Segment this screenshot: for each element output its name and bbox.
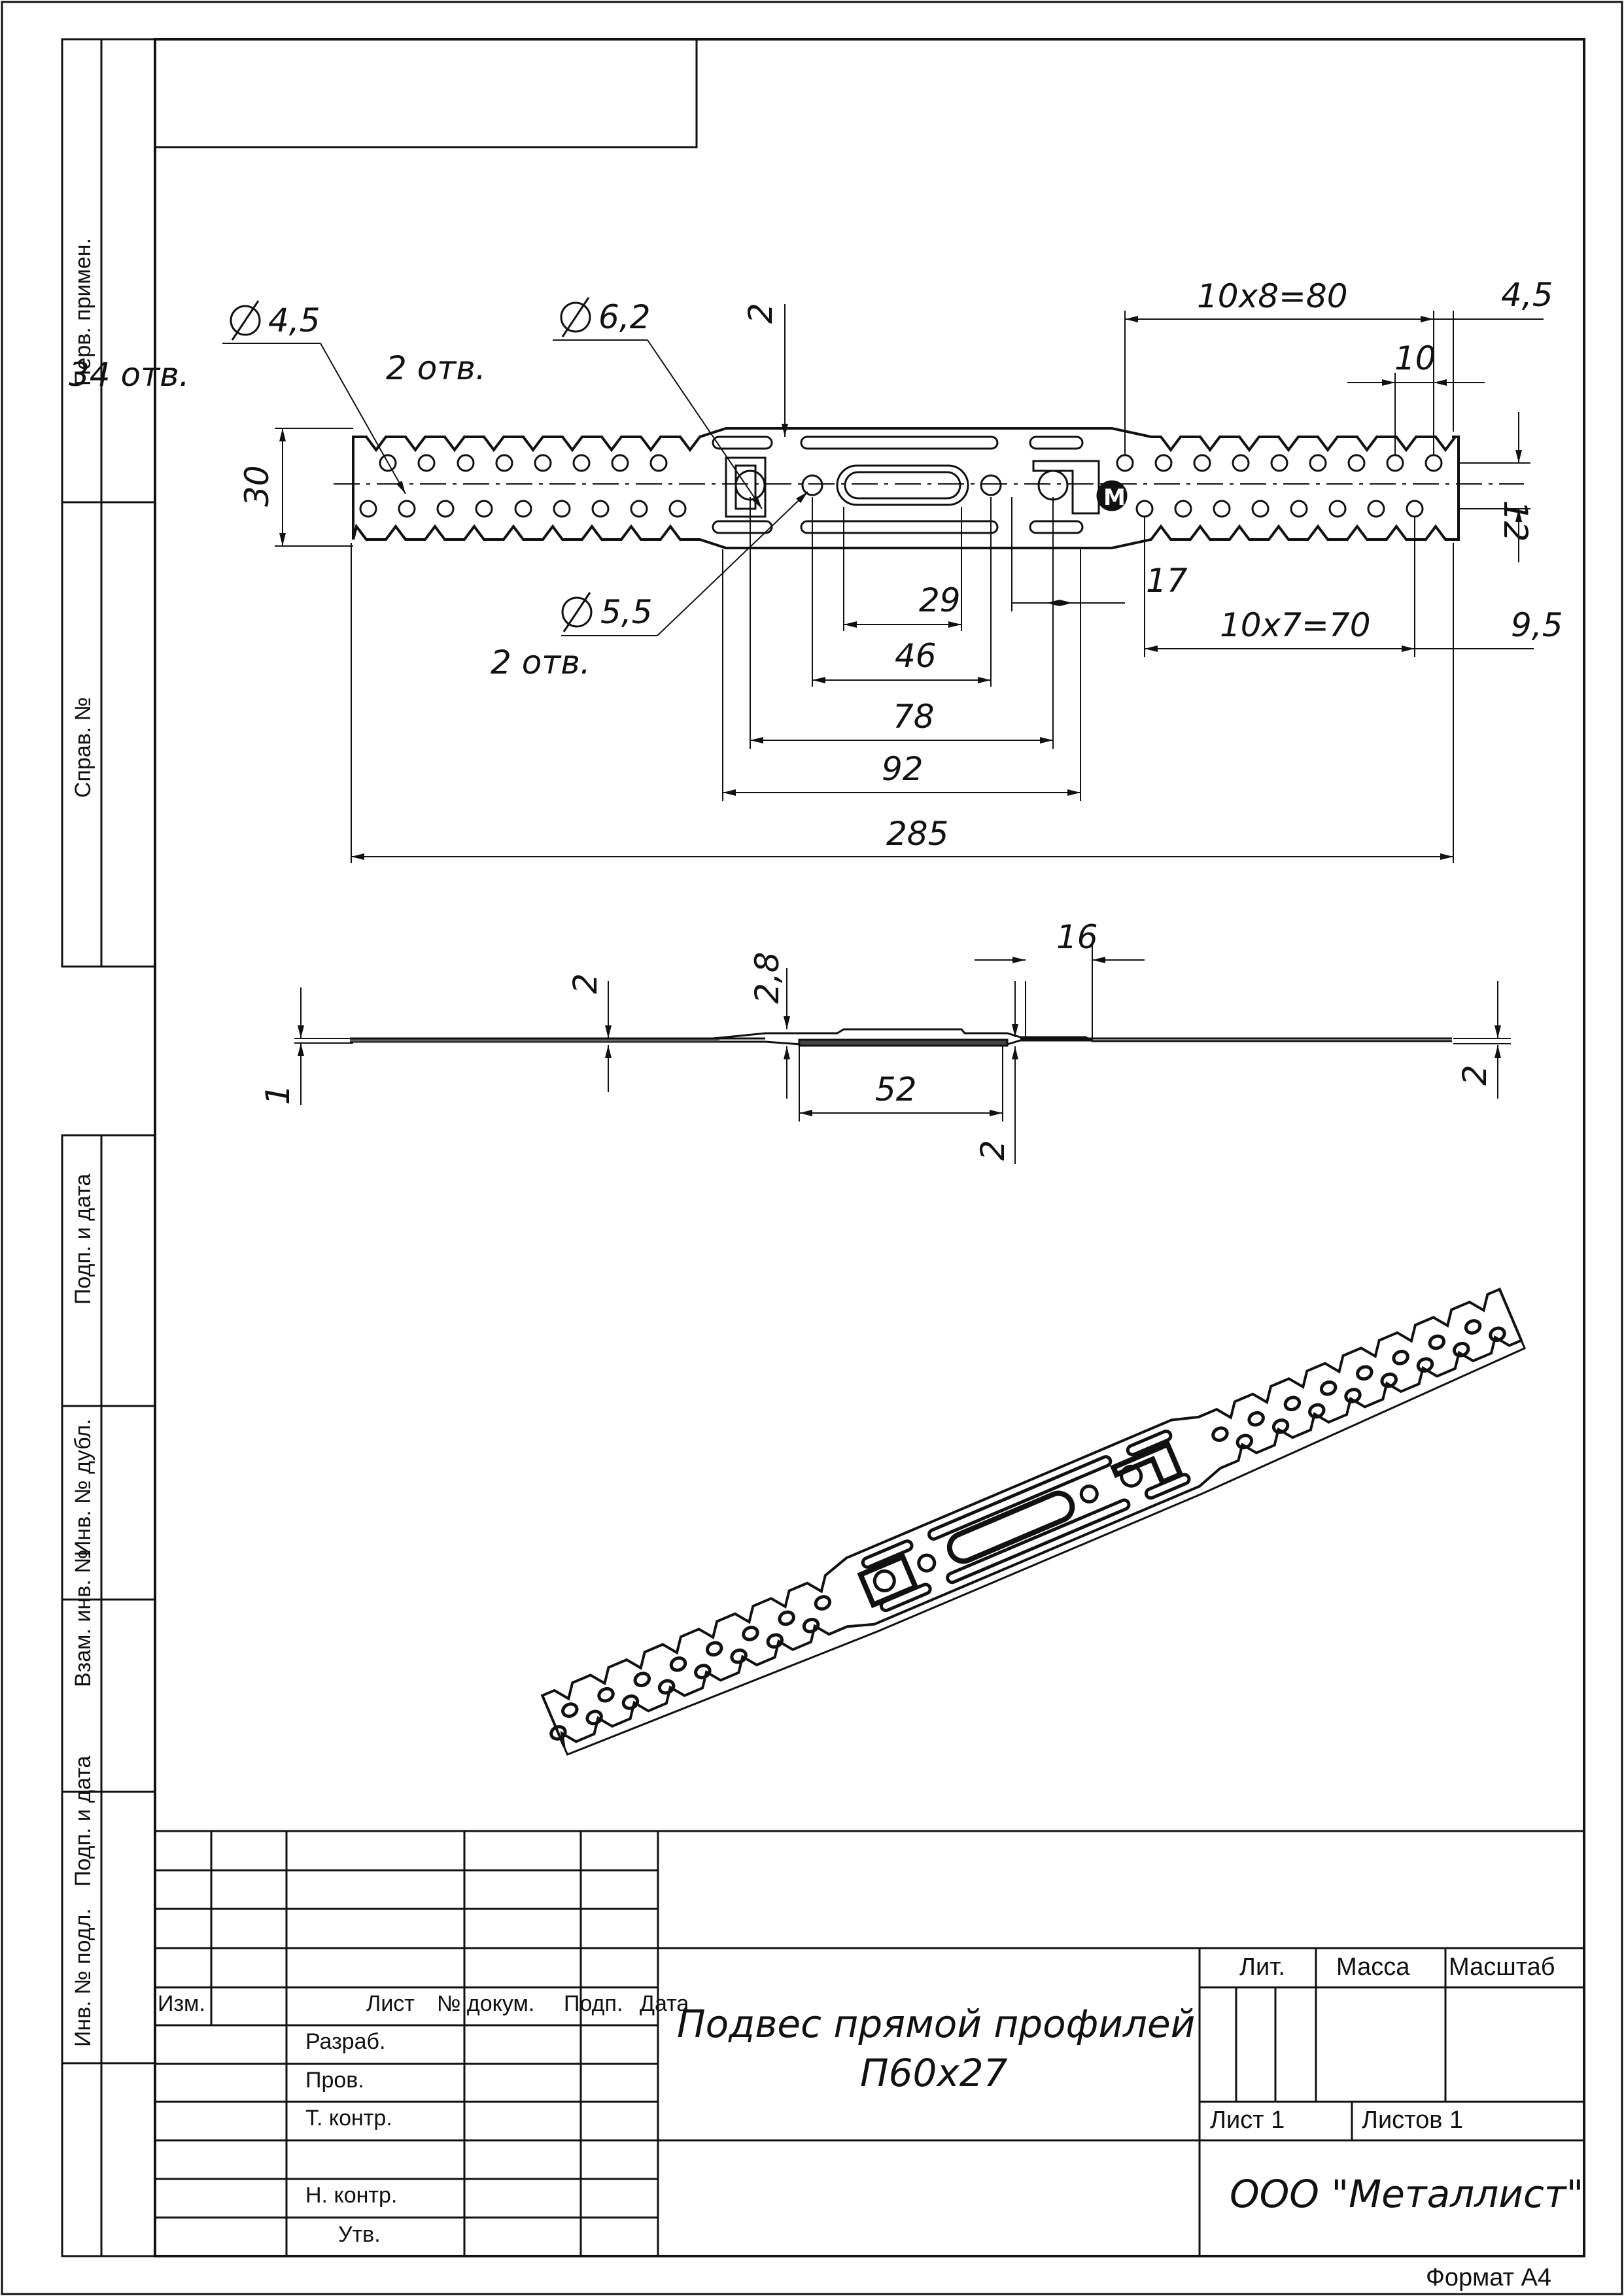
label-hole-62-count: 2 отв. [386, 349, 486, 387]
side-dim-2-8: 2,8 [748, 951, 786, 1004]
tb-prov: Пров. [305, 2068, 364, 2093]
side-dim-1: 1 [259, 1084, 297, 1105]
side-view-profile [350, 1028, 1452, 1047]
tb-company: ООО "Металлист" [1230, 2172, 1583, 2216]
tb-lit: Лит. [1239, 1953, 1285, 1981]
dim-46: 46 [895, 637, 937, 675]
tb-izm: Изм. [158, 1991, 205, 2016]
dim-9-5: 9,5 [1511, 606, 1563, 644]
dim-285: 285 [886, 815, 948, 853]
dim-10-top: 10 [1394, 339, 1436, 377]
dim-2-top: 2 [742, 303, 780, 324]
dim-17: 17 [1146, 562, 1188, 600]
plan-holes-left [359, 454, 687, 518]
side-dim-52: 52 [875, 1071, 917, 1108]
tb-massa: Масса [1336, 1953, 1410, 1981]
tb-razrab: Разраб. [305, 2029, 385, 2054]
diameter-symbols [230, 297, 593, 632]
side-dim-16: 16 [1056, 918, 1098, 956]
label-hole-45-count: 34 отв. [69, 356, 190, 394]
drawing-frame [154, 38, 1585, 2257]
tb-title-line1: Подвес прямой профилей [677, 2002, 1195, 2046]
dim-10x8: 10x8=80 [1197, 277, 1348, 315]
side-stamp-upper [61, 38, 156, 968]
isometric-view [540, 1287, 1527, 1756]
tb-t-kontr: Т. контр. [305, 2106, 392, 2131]
plan-mark-M: M [1103, 485, 1126, 511]
dim-4-5-top: 4,5 [1501, 276, 1553, 314]
dim-29: 29 [919, 581, 961, 619]
plan-central-features [712, 436, 1128, 534]
plan-view: M [69, 276, 1563, 863]
label-hole-55-count: 2 отв. [491, 643, 591, 681]
iso-central-features [857, 1430, 1191, 1613]
plan-holes-right [1116, 454, 1443, 518]
tb-format: Формат А4 [1426, 2264, 1551, 2291]
side-dim-2-right: 2 [1456, 1065, 1494, 1086]
label-hole-55: 5,5 [600, 593, 653, 631]
iso-strip-thickness [563, 1340, 1527, 1756]
iso-strip-outline [540, 1287, 1523, 1747]
dim-30: 30 [238, 465, 276, 507]
side-stamp-lower [61, 1134, 156, 2257]
tb-list: Лист [366, 1991, 415, 2016]
tb-n-kontr: Н. контр. [305, 2183, 397, 2208]
stamp-inv-no-dubl: Инв. № дубл. [71, 1418, 95, 1556]
tb-title-line2: П60x27 [860, 2051, 1008, 2095]
tb-data: Дата [640, 1991, 689, 2016]
dim-92: 92 [882, 750, 924, 788]
tb-podp: Подп. [564, 1991, 623, 2016]
top-left-stamp-box [154, 38, 698, 148]
dim-78: 78 [893, 698, 935, 736]
tb-no-dokum: № докум. [437, 1991, 534, 2016]
label-hole-45: 4,5 [268, 301, 320, 339]
iso-holes [549, 1319, 1506, 1741]
tb-masshtab: Масштаб [1449, 1953, 1555, 1981]
stamp-podp-data-1: Подп. и дата [71, 1174, 95, 1305]
stamp-perv-primen: Перв. примен. [71, 238, 95, 386]
dim-10x7: 10x7=70 [1220, 606, 1371, 644]
side-view: 16 2,8 2 1 52 2 2 [259, 918, 1511, 1164]
stamp-sprav-no: Справ. № [71, 697, 95, 798]
stamp-inv-no-podl: Инв. № подл. [71, 1908, 95, 2047]
side-dim-2-bottom: 2 [974, 1140, 1012, 1161]
side-view-dimension-lines [294, 942, 1511, 1164]
stamp-vzam-inv-no: Взам. инв. № [71, 1549, 95, 1687]
tb-utv: Утв. [338, 2222, 381, 2247]
stamp-podp-data-2: Подп. и дата [71, 1756, 95, 1887]
label-hole-62: 6,2 [598, 298, 651, 336]
title-block-grid [155, 1830, 1584, 2256]
plan-strip-outline [352, 427, 1460, 549]
side-dim-2-left: 2 [566, 973, 604, 994]
tb-list-no: Лист 1 [1210, 2106, 1285, 2134]
plan-dimension-lines [222, 304, 1544, 863]
dim-12: 12 [1496, 500, 1534, 542]
tb-listov: Листов 1 [1362, 2106, 1463, 2134]
